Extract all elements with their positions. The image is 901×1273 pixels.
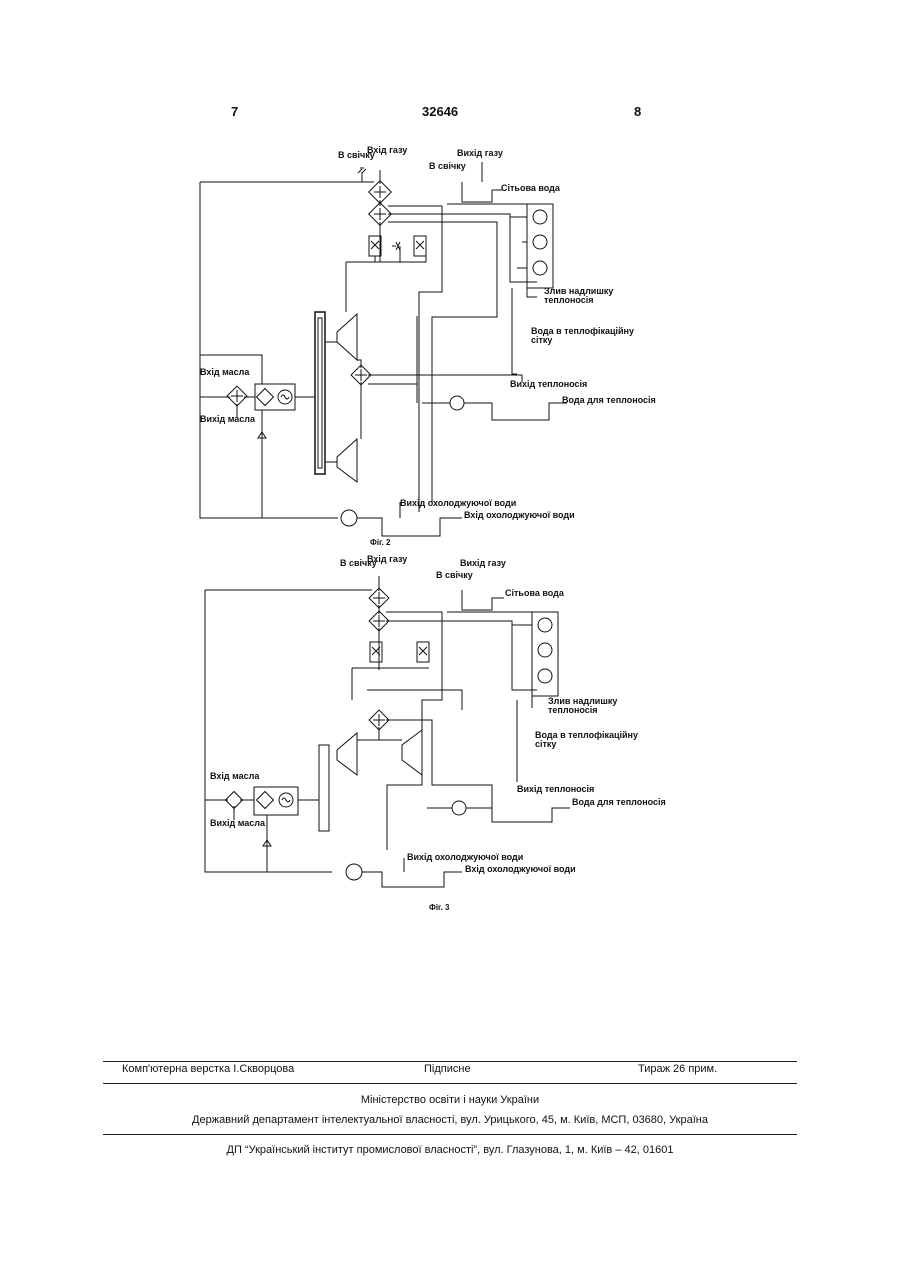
oil-cooler-8-icon bbox=[227, 386, 247, 406]
heat-exchanger-2-icon bbox=[369, 611, 389, 631]
figure-2: В свічку Вхід газу Вихід газу В свічку С… bbox=[192, 142, 712, 552]
pump-16-icon bbox=[341, 510, 357, 526]
heater-stack-icon bbox=[532, 612, 558, 696]
label-gas-out: Вихід газу bbox=[457, 148, 503, 158]
pump-16-icon bbox=[346, 864, 362, 880]
label-network-water: Сітьова вода bbox=[505, 588, 565, 598]
generator-9-icon bbox=[279, 793, 293, 807]
label-oil-out: Вихід масла bbox=[210, 818, 266, 828]
figure-3-schematic: В свічку Вхід газу Вихід газу В свічку С… bbox=[192, 550, 712, 920]
filter-3-icon bbox=[370, 642, 382, 662]
label-gas-in: Вхід газу bbox=[367, 145, 407, 155]
label-network-water: Сітьова вода bbox=[501, 183, 561, 193]
heater-stack-icon bbox=[527, 204, 553, 288]
label-oil-in: Вхід масла bbox=[200, 367, 250, 377]
label-coolant-water: Вода для теплоносія bbox=[562, 395, 656, 405]
label-cooling-in: Вхід охолоджуючої води bbox=[465, 864, 576, 874]
filter-3-icon bbox=[369, 236, 381, 256]
figure-2-caption: Фіг. 2 bbox=[370, 538, 391, 547]
figure-3-caption: Фіг. 3 bbox=[429, 903, 450, 912]
document-number: 32646 bbox=[422, 104, 458, 119]
compressor-5-icon bbox=[337, 314, 357, 360]
label-heating-net-2: сітку bbox=[531, 335, 552, 345]
compressor-4-icon bbox=[402, 730, 422, 775]
footer-rule-middle bbox=[103, 1083, 797, 1084]
footer-ministry: Міністерство освіти і науки України bbox=[103, 1094, 797, 1106]
page-number-left: 7 bbox=[231, 104, 238, 119]
label-cooling-out: Вихід охолоджуючої води bbox=[400, 498, 516, 508]
label-gas-out: Вихід газу bbox=[460, 558, 506, 568]
heat-exchanger-9-icon bbox=[257, 792, 274, 809]
label-overflow-2: теплоносія bbox=[544, 295, 594, 305]
heat-exchanger-9-icon bbox=[257, 389, 274, 406]
label-coolant-out: Вихід теплоносія bbox=[517, 784, 594, 794]
heat-exchanger-6-icon bbox=[369, 710, 389, 730]
generator-9-icon bbox=[278, 390, 292, 404]
footer-typesetting: Комп'ютерна верстка І.Скворцова bbox=[122, 1063, 294, 1075]
pump-17-icon bbox=[452, 801, 466, 815]
label-to-candle-2: В свічку bbox=[436, 570, 473, 580]
pump-17-icon bbox=[450, 396, 464, 410]
label-gas-in: Вхід газу bbox=[367, 554, 407, 564]
footer-rule-top bbox=[103, 1061, 797, 1062]
figure-2-schematic: В свічку Вхід газу Вихід газу В свічку С… bbox=[192, 142, 712, 552]
figure-3: В свічку Вхід газу Вихід газу В свічку С… bbox=[192, 550, 712, 920]
heat-exchanger-2-icon bbox=[369, 203, 392, 226]
page-number-right: 8 bbox=[634, 104, 641, 119]
footer-circulation: Тираж 26 прим. bbox=[638, 1063, 717, 1075]
label-overflow-2: теплоносія bbox=[548, 705, 598, 715]
footer-rule-bottom bbox=[103, 1134, 797, 1135]
label-heating-net-2: сітку bbox=[535, 739, 556, 749]
filter-4-icon bbox=[417, 642, 429, 662]
compressor-5-icon bbox=[337, 733, 357, 775]
label-oil-in: Вхід масла bbox=[210, 771, 260, 781]
label-oil-out: Вихід масла bbox=[200, 414, 256, 424]
filter-4-icon bbox=[414, 236, 426, 256]
heat-exchanger-6-icon bbox=[351, 365, 371, 385]
footer-department: Державний департамент інтелектуальної вл… bbox=[103, 1114, 797, 1126]
label-cooling-out: Вихід охолоджуючої води bbox=[407, 852, 523, 862]
label-coolant-water: Вода для теплоносія bbox=[572, 797, 666, 807]
label-to-candle-2: В свічку bbox=[429, 161, 466, 171]
heat-exchanger-1-icon bbox=[369, 181, 392, 204]
footer-signed: Підписне bbox=[424, 1063, 471, 1075]
label-cooling-in: Вхід охолоджуючої води bbox=[464, 510, 575, 520]
footer-institute: ДП “Український інститут промислової вла… bbox=[103, 1144, 797, 1156]
compressor-4-icon bbox=[337, 439, 357, 482]
oil-cooler-8-icon bbox=[226, 792, 243, 809]
heat-exchanger-1-icon bbox=[369, 588, 389, 608]
